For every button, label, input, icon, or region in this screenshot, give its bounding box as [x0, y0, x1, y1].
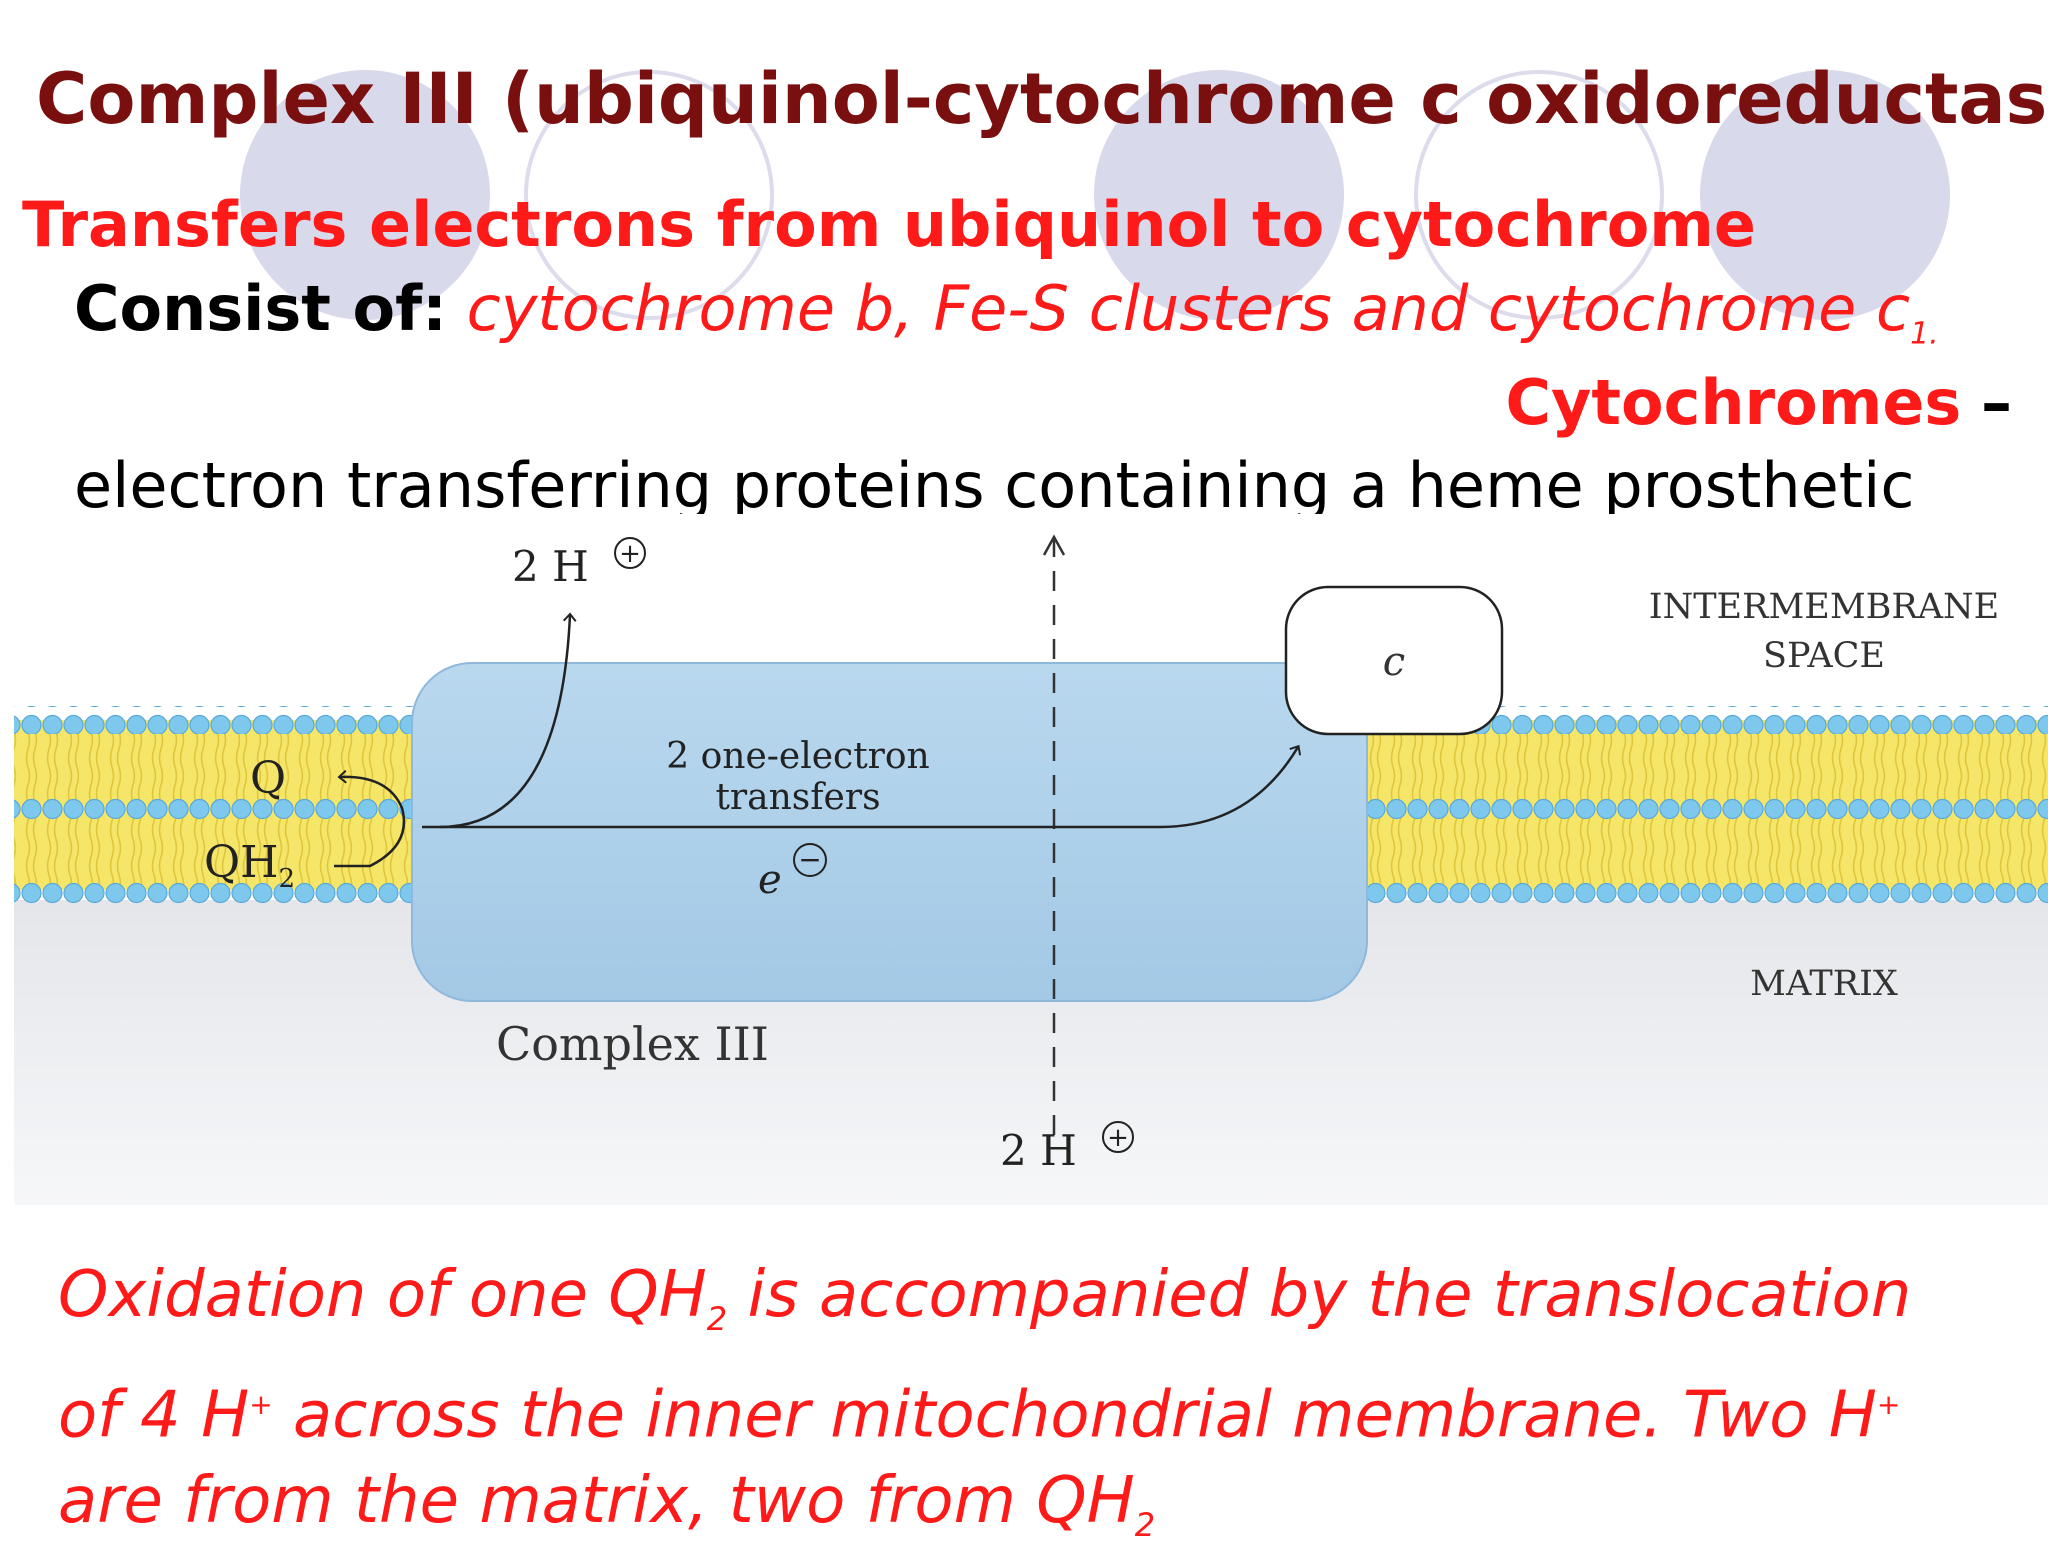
- electron-definition-line: electron transferring proteins containin…: [74, 450, 1915, 514]
- consist-value: cytochrome b, Fe-S clusters and cytochro…: [466, 272, 1911, 345]
- minus-circle-icon: [793, 843, 827, 877]
- proton-release-arrow: [439, 612, 577, 829]
- cytochrome-c-box: [1284, 585, 1504, 736]
- cytochromes-line: Cytochromes –: [1506, 366, 2013, 439]
- subscript: 2: [706, 1299, 728, 1338]
- cytochrome-c-label: c: [1383, 639, 1405, 685]
- intermembrane-label-line2: SPACE: [1763, 636, 1885, 676]
- bottom-text-segment: are from the matrix, two from QH: [58, 1464, 1135, 1539]
- bottom-line-1: Oxidation of one QH2 is accompanied by t…: [58, 1252, 2018, 1362]
- plus-circle-icon: [614, 537, 646, 569]
- slide-title: Complex III (ubiquinol-cytochrome c oxid…: [36, 58, 2048, 140]
- bottom-line-3: are from the matrix, two from QH2: [58, 1458, 2018, 1568]
- intermembrane-label-line1: INTERMEMBRANE: [1649, 587, 1999, 627]
- cytochromes-dash: –: [1981, 366, 2012, 439]
- decorative-circle: [240, 70, 490, 320]
- q-label: Q: [250, 753, 286, 804]
- electron-symbol: e: [758, 857, 782, 903]
- transfers-line: Transfers electrons from ubiquinol to cy…: [22, 188, 1756, 261]
- proton-bottom-label: 2 H: [1000, 1126, 1077, 1175]
- dashed-arrowhead: [1042, 534, 1066, 556]
- proton-top-label: 2 H: [512, 542, 589, 591]
- decorative-circle: [1094, 70, 1344, 320]
- transfer-label-line2: transfers: [715, 777, 880, 818]
- complex-iii-label: Complex III: [496, 1017, 769, 1071]
- electron-path-line: [422, 744, 1302, 829]
- consist-subscript: 1.: [1910, 316, 1939, 352]
- decorative-circle: [1700, 70, 1950, 320]
- cytochromes-keyword: Cytochromes: [1505, 366, 1962, 439]
- plus-sign: +: [619, 539, 641, 569]
- bottom-line-2: of 4 H+ across the inner mitochondrial m…: [58, 1362, 2018, 1458]
- consist-line: Consist of: cytochrome b, Fe-S clusters …: [74, 272, 1939, 351]
- complex-iii-diagram: c 2 H + 2 H + Q QH2 2 one-electron trans…: [14, 534, 2048, 1205]
- plus-circle-icon: [1102, 1121, 1134, 1153]
- consist-label: Consist of:: [74, 272, 447, 345]
- decorative-ring: [524, 70, 774, 320]
- subscript: 2: [1134, 1505, 1156, 1544]
- bottom-text-segment: Oxidation of one QH: [58, 1258, 707, 1332]
- superscript: +: [1876, 1387, 1901, 1421]
- plus-sign: +: [1107, 1123, 1129, 1153]
- bottom-text-segment: is accompanied by the translocation: [727, 1258, 1912, 1332]
- complex-iii-block: [411, 662, 1368, 1002]
- transfer-label-line1: 2 one-electron: [666, 736, 930, 777]
- bottom-paragraph: Oxidation of one QH2 is accompanied by t…: [58, 1252, 2018, 1568]
- superscript: +: [249, 1387, 273, 1421]
- bottom-text-segment: across the inner mitochondrial membrane.…: [272, 1378, 1877, 1453]
- q-cycle-arrow: [334, 770, 406, 868]
- decorative-ring: [1414, 70, 1664, 320]
- minus-sign: −: [798, 843, 821, 876]
- bottom-text-segment: of 4 H: [58, 1378, 250, 1453]
- qh2-label: QH2: [204, 837, 295, 894]
- matrix-label: MATRIX: [1750, 964, 1898, 1004]
